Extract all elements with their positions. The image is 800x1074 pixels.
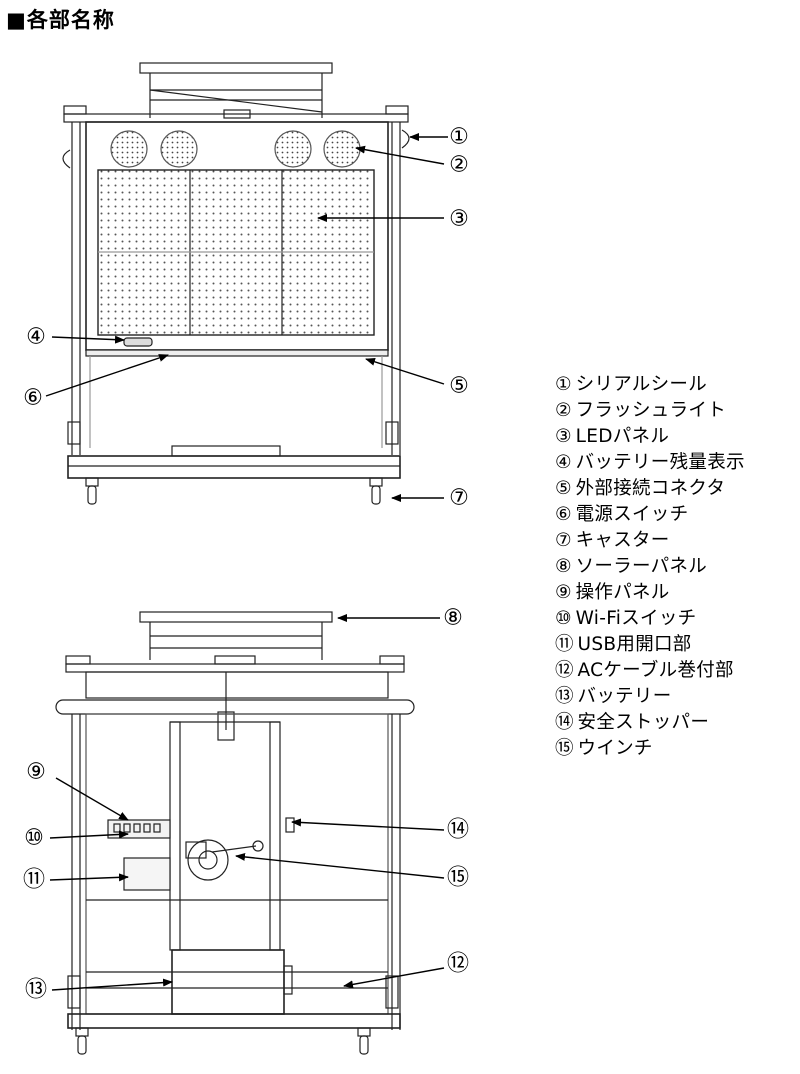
- legend-number: ⑭: [555, 712, 574, 733]
- callout-14: ⑭: [447, 818, 469, 843]
- legend-number: ⑬: [555, 686, 574, 707]
- callout-3: ③: [449, 207, 469, 232]
- leader-13: [51, 978, 173, 991]
- legend-number: ⑥: [555, 504, 572, 525]
- legend-number: ⑮: [555, 738, 574, 759]
- callout-12: ⑫: [447, 952, 469, 977]
- leader-12: [343, 967, 445, 989]
- legend-label: バッテリー残量表示: [575, 452, 745, 473]
- callout-8: ⑧: [443, 606, 463, 631]
- callout-11: ⑪: [23, 868, 45, 893]
- callout-13: ⑬: [25, 978, 47, 1003]
- legend-label: 操作パネル: [575, 582, 670, 603]
- legend-number: ⑩: [555, 608, 572, 629]
- legend-label: ウインチ: [577, 738, 653, 759]
- legend-label: キャスター: [575, 530, 670, 551]
- leader-9: [55, 777, 129, 821]
- page-title: ■各部名称: [6, 8, 115, 32]
- callout-4: ④: [26, 325, 46, 350]
- leader-10: [49, 830, 129, 839]
- legend-label: バッテリー: [577, 686, 672, 707]
- legend-number: ③: [555, 426, 572, 447]
- legend-number: ⑦: [555, 530, 572, 551]
- legend-label: 外部接続コネクタ: [575, 478, 726, 499]
- callout-15: ⑮: [447, 866, 469, 891]
- callout-10: ⑩: [24, 826, 44, 851]
- callout-7: ⑦: [449, 486, 469, 511]
- legend-label: ACケーブル巻付部: [577, 660, 734, 681]
- leader-14: [291, 818, 445, 831]
- legend-number: ⑨: [555, 582, 572, 603]
- callout-1: ①: [449, 125, 469, 150]
- legend-label: USB用開口部: [577, 634, 692, 655]
- legend-label: 安全ストッパー: [577, 712, 710, 733]
- leader-6: [45, 354, 169, 397]
- legend-number: ②: [555, 400, 572, 421]
- legend-label: LEDパネル: [575, 426, 670, 447]
- legend-number: ⑪: [555, 634, 574, 655]
- callout-6: ⑥: [23, 386, 43, 411]
- legend-label: フラッシュライト: [575, 400, 726, 421]
- leader-4: [51, 335, 125, 344]
- legend-number: ⑤: [555, 478, 572, 499]
- leader-5: [365, 357, 445, 385]
- callout-9: ⑨: [26, 760, 46, 785]
- rear-view: [55, 611, 415, 1055]
- leader-11: [49, 873, 129, 882]
- legend-label: シリアルシール: [575, 374, 708, 395]
- legend-number: ⑫: [555, 660, 574, 681]
- legend-number: ①: [555, 374, 572, 395]
- legend-label: Wi-Fiスイッチ: [575, 608, 697, 629]
- leader-15: [235, 852, 445, 879]
- callout-2: ②: [449, 153, 469, 178]
- leader-2: [355, 145, 445, 165]
- legend-number: ④: [555, 452, 572, 473]
- legend-label: ソーラーパネル: [575, 556, 708, 577]
- callout-5: ⑤: [449, 374, 469, 399]
- legend-number: ⑧: [555, 556, 572, 577]
- front-view: [62, 62, 410, 505]
- legend-label: 電源スイッチ: [575, 504, 689, 525]
